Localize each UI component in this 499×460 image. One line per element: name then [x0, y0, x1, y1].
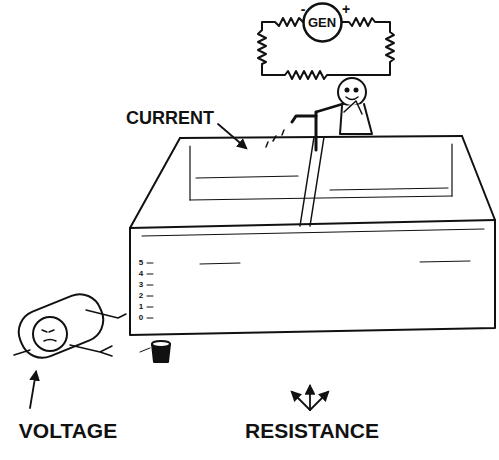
- generator-label: GEN: [308, 16, 336, 29]
- paint-can: [140, 341, 170, 362]
- resistance-arrows: [292, 386, 328, 410]
- voltage-arrow: [30, 372, 36, 408]
- scale-number: 3: [139, 281, 143, 289]
- polarity-sign: -: [301, 2, 306, 16]
- pumping-character: [338, 78, 372, 134]
- scale-number: 1: [139, 303, 143, 311]
- resistance-label: RESISTANCE: [245, 420, 379, 441]
- voltage-character: [12, 288, 126, 365]
- current-arrow: [218, 124, 246, 148]
- voltage-label: VOLTAGE: [19, 420, 117, 441]
- scale-number: 0: [139, 314, 143, 322]
- scale-number: 2: [139, 292, 143, 300]
- water-tank: [130, 136, 495, 335]
- scale-number: 5: [139, 259, 143, 267]
- scale-ticks: [147, 263, 153, 318]
- polarity-sign: +: [342, 2, 350, 16]
- generator-circle: GEN: [302, 2, 343, 43]
- scale-number: 4: [139, 270, 143, 278]
- current-label: CURRENT: [126, 109, 214, 127]
